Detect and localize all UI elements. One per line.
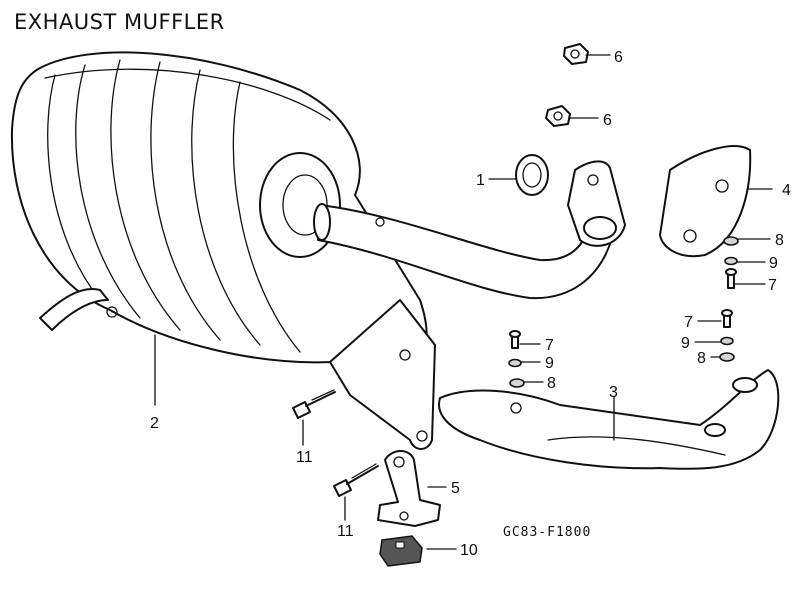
- callout-11a: 11: [296, 449, 313, 466]
- callout-7a: 7: [768, 277, 777, 294]
- callout-9b: 9: [681, 335, 690, 352]
- drawing-code: GC83-F1800: [503, 525, 592, 540]
- leader-lines: [154, 54, 773, 550]
- bolt-upper: [292, 389, 336, 419]
- callout-6a: 6: [614, 49, 623, 66]
- callout-8b: 8: [697, 350, 706, 367]
- muffler-body: [10, 51, 436, 450]
- callout-2: 2: [150, 415, 159, 432]
- muffler-stay: [377, 450, 441, 527]
- gasket: [515, 154, 549, 196]
- callout-4: 4: [782, 182, 791, 199]
- callout-10: 10: [460, 542, 478, 559]
- callout-1: 1: [476, 172, 485, 189]
- pipe-protector: [438, 369, 780, 470]
- flange-nut-upper: [563, 43, 589, 65]
- callout-7c: 7: [545, 337, 554, 354]
- hardware-right: [719, 236, 739, 362]
- hardware-middle: [508, 330, 525, 388]
- clip-nut: [379, 535, 423, 567]
- callout-6b: 6: [603, 112, 612, 129]
- muffler-protector: [659, 145, 752, 258]
- callout-8c: 8: [547, 375, 556, 392]
- callout-11b: 11: [337, 523, 354, 540]
- callout-8a: 8: [775, 232, 784, 249]
- callout-7b: 7: [684, 314, 693, 331]
- diagram-title: EXHAUST MUFFLER: [14, 10, 225, 34]
- callout-5: 5: [451, 480, 460, 497]
- callout-9c: 9: [545, 355, 554, 372]
- flange-nut-lower: [545, 105, 571, 127]
- callout-3: 3: [609, 384, 618, 401]
- exhaust-pipe: [313, 160, 626, 300]
- bolt-lower: [333, 463, 379, 497]
- callout-labels: 1 2 3 4 5 6 6 7 7 7 8 8 8 9 9 9 10 11 11: [150, 49, 791, 559]
- callout-9a: 9: [769, 255, 778, 272]
